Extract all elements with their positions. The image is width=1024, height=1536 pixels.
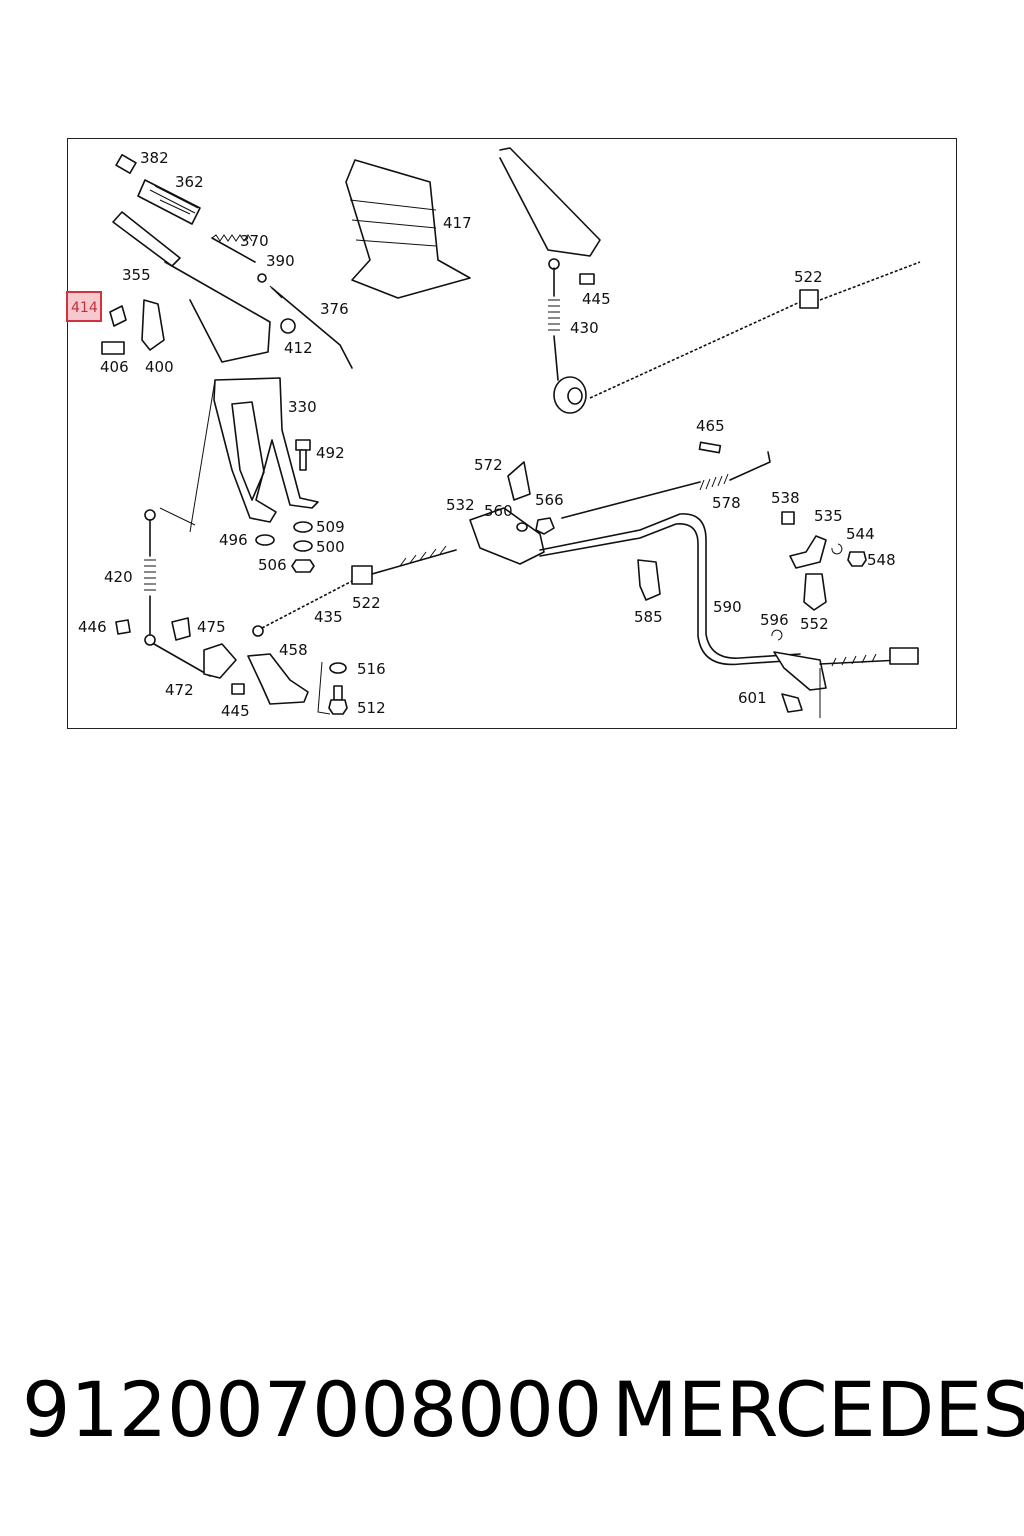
diagram-frame [67,138,957,729]
label-601[interactable]: 601 [738,689,767,707]
right-clamp [781,511,867,611]
label-475[interactable]: 475 [197,618,226,636]
label-370[interactable]: 370 [240,232,269,250]
label-544[interactable]: 544 [846,525,875,543]
label-552[interactable]: 552 [800,615,829,633]
label-585[interactable]: 585 [634,608,663,626]
clip-parts-left [101,299,296,355]
label-362[interactable]: 362 [175,173,204,191]
label-465[interactable]: 465 [696,417,725,435]
label-566[interactable]: 566 [535,491,564,509]
fasteners-center-left [255,439,315,573]
label-445-top[interactable]: 445 [582,290,611,308]
label-535[interactable]: 535 [814,507,843,525]
label-355[interactable]: 355 [122,266,151,284]
label-446[interactable]: 446 [78,618,107,636]
label-509[interactable]: 509 [316,518,345,536]
label-382[interactable]: 382 [140,149,169,167]
label-highlighted[interactable]: 414 [71,300,98,316]
lower-left-cable [115,509,245,695]
label-390[interactable]: 390 [266,252,295,270]
label-522-top[interactable]: 522 [794,268,823,286]
label-406[interactable]: 406 [100,358,129,376]
right-linkage [469,441,771,565]
bracket-458 [247,653,348,715]
parts-diagram: 414 [66,147,921,720]
label-538[interactable]: 538 [771,489,800,507]
label-548[interactable]: 548 [867,551,896,569]
brand-name: MERCEDES [612,1365,1024,1454]
label-506[interactable]: 506 [258,556,287,574]
label-522-bottom[interactable]: 522 [352,594,381,612]
upper-cable-assembly [499,147,921,414]
center-cable [252,545,457,637]
label-445-bottom[interactable]: 445 [221,702,250,720]
label-496[interactable]: 496 [219,531,248,549]
label-500[interactable]: 500 [316,538,345,556]
label-532[interactable]: 532 [446,496,475,514]
label-458[interactable]: 458 [279,641,308,659]
bracket-330 [159,377,319,533]
label-420[interactable]: 420 [104,568,133,586]
label-330[interactable]: 330 [288,398,317,416]
label-596[interactable]: 596 [760,611,789,629]
right-cable-sheath [539,513,919,718]
label-578[interactable]: 578 [712,494,741,512]
highlight-box[interactable] [66,291,102,322]
label-572[interactable]: 572 [474,456,503,474]
label-430[interactable]: 430 [570,319,599,337]
label-512[interactable]: 512 [357,699,386,717]
boot-417 [345,159,471,299]
label-435[interactable]: 435 [314,608,343,626]
label-590[interactable]: 590 [713,598,742,616]
label-492[interactable]: 492 [316,444,345,462]
label-400[interactable]: 400 [145,358,174,376]
handbrake-lever [112,154,353,369]
part-number: 91200700800​0 [22,1365,603,1454]
label-417[interactable]: 417 [443,214,472,232]
label-472[interactable]: 472 [165,681,194,699]
label-560[interactable]: 560 [484,502,513,520]
label-376[interactable]: 376 [320,300,349,318]
label-516[interactable]: 516 [357,660,386,678]
label-412[interactable]: 412 [284,339,313,357]
